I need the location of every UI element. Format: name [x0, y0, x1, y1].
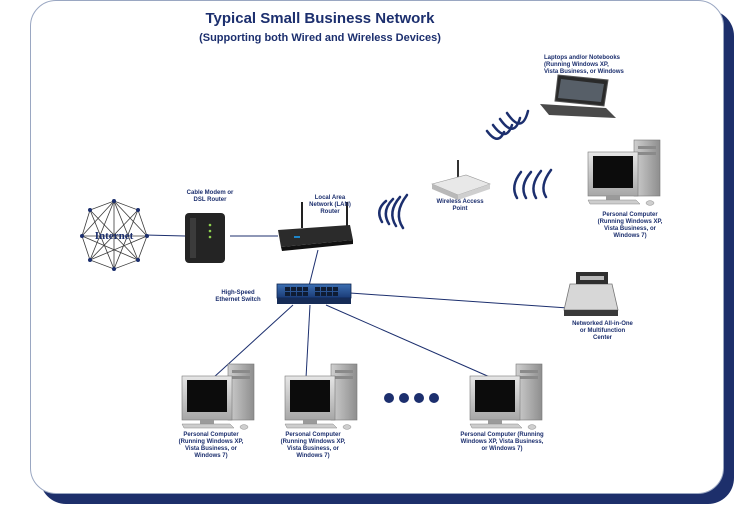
pc2-icon	[284, 363, 358, 430]
link-switch-pc2	[305, 304, 311, 379]
link-switch-pc3	[325, 304, 493, 379]
cable-modem-icon	[185, 213, 225, 263]
link-switch-mfp	[349, 292, 569, 309]
wireless-access-point-icon	[431, 160, 491, 200]
diagram-title: Typical Small Business Network	[205, 10, 435, 27]
network-links	[144, 234, 569, 379]
pc1-label: Personal Computer(Running Windows XP,Vis…	[178, 432, 244, 459]
laptop-label: Laptops and/or Notebooks(Running Windows…	[544, 55, 624, 75]
internet-label: Internet	[95, 230, 134, 242]
more-computers-dots	[384, 393, 439, 403]
pc2-label: Personal Computer(Running Windows XP,Vis…	[280, 432, 346, 459]
link-switch-pc1	[212, 304, 294, 379]
pc3-icon	[469, 363, 543, 430]
lan-router-icon	[278, 202, 353, 251]
link-internet-modem	[144, 234, 186, 237]
diagram-card	[30, 0, 724, 494]
pc1-icon	[181, 363, 255, 430]
internet-globe-icon	[80, 199, 149, 271]
ethernet-switch-icon	[276, 283, 352, 304]
pc-wireless-label: Personal Computer(Running Windows XP,Vis…	[597, 212, 663, 239]
printer-icon	[563, 272, 619, 316]
laptop-icon	[540, 74, 616, 118]
wireless-signal-waves	[378, 109, 553, 230]
pc-wireless-icon	[587, 139, 661, 206]
diagram-subtitle: (Supporting both Wired and Wireless Devi…	[199, 32, 441, 44]
link-router-switch	[307, 249, 319, 291]
